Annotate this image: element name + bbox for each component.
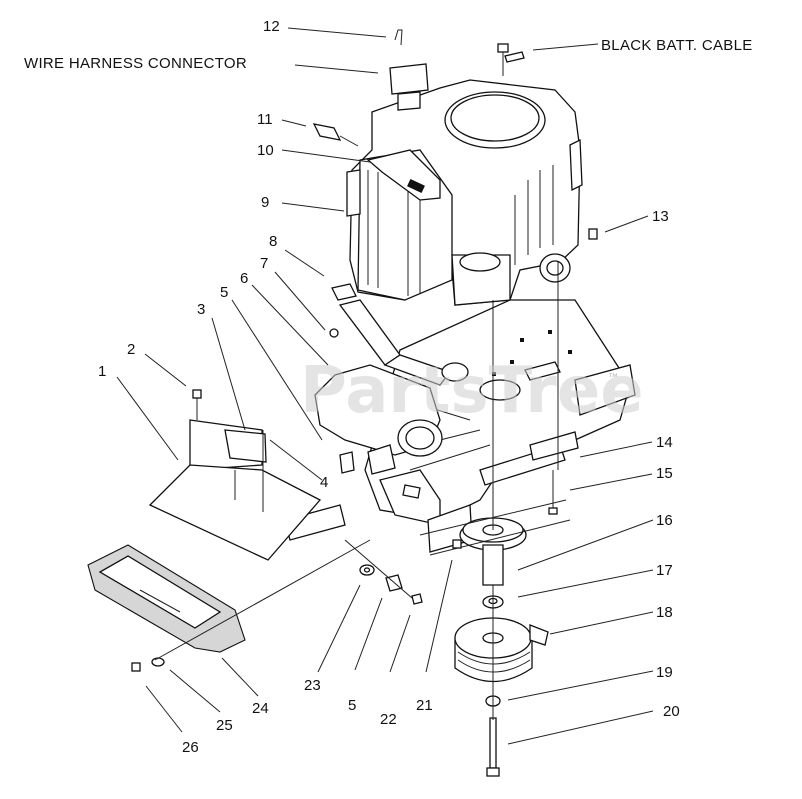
bolt-25-26	[131, 657, 165, 672]
callout-2: 2	[127, 341, 135, 358]
leader-lines	[116, 27, 654, 745]
callout-1: 1	[98, 363, 106, 380]
wire-harness-connector	[389, 29, 429, 111]
callout-12: 12	[263, 18, 280, 35]
battery-cable-bolt	[497, 43, 525, 76]
callout-16: 16	[656, 512, 673, 529]
caption-wire-harness-connector: WIRE HARNESS CONNECTOR	[24, 55, 247, 72]
belt-cover	[87, 544, 246, 653]
engine	[346, 79, 583, 306]
fastener-13	[588, 228, 598, 240]
spark-plug	[312, 123, 359, 147]
callout-17: 17	[656, 562, 673, 579]
bolt-20	[486, 717, 500, 777]
callout-23: 23	[304, 677, 321, 694]
callout-24: 24	[252, 700, 269, 717]
bolt-15	[548, 470, 558, 515]
caption-black-batt-cable: BLACK BATT. CABLE	[601, 37, 753, 54]
exhaust-pipe	[329, 283, 469, 386]
muffler	[314, 364, 443, 475]
callout-4: 4	[320, 474, 328, 491]
callout-8: 8	[269, 233, 277, 250]
callout-3: 3	[197, 301, 205, 318]
watermark-tm: ™	[608, 372, 618, 383]
callout-19: 19	[656, 664, 673, 681]
callout-21: 21	[416, 697, 433, 714]
callout-26: 26	[182, 739, 199, 756]
exhaust-shield	[148, 419, 322, 561]
callout-20: 20	[663, 703, 680, 720]
callout-25: 25	[216, 717, 233, 734]
callout-7: 7	[260, 255, 268, 272]
callout-6: 6	[240, 270, 248, 287]
callout-18: 18	[656, 604, 673, 621]
bolt-2	[192, 389, 202, 405]
bolt-21	[452, 539, 462, 549]
callout-13: 13	[652, 208, 669, 225]
callout-labels: 1 2 3 4 5 5 6 7 8 9 10 11 12 13 14 15 16…	[98, 18, 680, 756]
callout-22: 22	[380, 711, 397, 728]
callout-5-upper: 5	[220, 284, 228, 301]
fasteners-bottom	[344, 539, 423, 605]
callout-11: 11	[257, 111, 273, 128]
watermark-text: PartsTree	[300, 354, 644, 428]
pto-clutch	[454, 617, 549, 683]
callout-10: 10	[257, 142, 274, 159]
callout-9: 9	[261, 194, 269, 211]
callout-15: 15	[656, 465, 673, 482]
callout-14: 14	[656, 434, 673, 451]
callout-5-lower: 5	[348, 697, 356, 714]
